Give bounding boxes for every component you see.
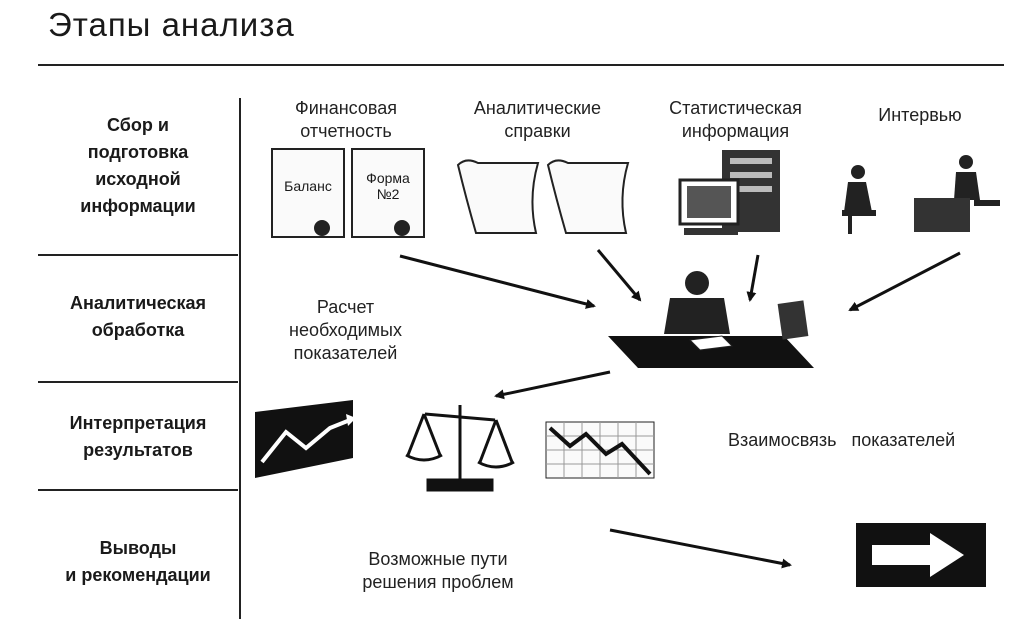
- label-solutions: Возможные пути решения проблем: [338, 548, 538, 594]
- stage-processing-line-1: Аналитическая: [69, 293, 207, 313]
- arrow-financial-to-desk: [399, 254, 596, 309]
- stage-conclusions-line-1: Выводы: [99, 538, 177, 558]
- rising-chart-icon: [255, 400, 356, 478]
- label-relation: Взаимосвязь показателей: [728, 430, 956, 450]
- label-solutions-line-1: Возможные пути: [368, 549, 508, 569]
- arrow-solutions-to-result: [609, 528, 792, 569]
- stage-conclusions-line-2: и рекомендации: [65, 565, 211, 585]
- label-statistical-line-2: информация: [681, 121, 790, 141]
- form2-document-label-1: Форма: [366, 170, 410, 186]
- stage-interpretation-line-1: Интерпретация: [69, 413, 207, 433]
- stage-processing: Аналитическая обработка: [40, 290, 236, 344]
- declining-chart-icon: [545, 421, 655, 479]
- stage-separator-3: [38, 489, 238, 491]
- stage-collection-line-2: подготовка: [87, 142, 189, 162]
- balance-document: Баланс: [271, 148, 345, 238]
- arrow-right-icon: [856, 523, 986, 587]
- label-calculation: Расчет необходимых показателей: [268, 296, 423, 365]
- arrow-interview-to-desk: [848, 251, 961, 312]
- arrow-statistical-to-desk: [746, 254, 760, 302]
- label-calculation-line-2: необходимых: [289, 320, 402, 340]
- scroll-icon: [456, 159, 630, 234]
- stage-divider: [239, 98, 241, 619]
- title-underline: [38, 64, 1004, 66]
- stage-collection-line-4: информации: [80, 196, 196, 216]
- form2-document: Форма №2: [351, 148, 425, 238]
- label-interview: Интервью: [878, 105, 962, 125]
- stage-separator-1: [38, 254, 238, 256]
- label-analytical-line-2: справки: [504, 121, 571, 141]
- seal-icon: [314, 220, 410, 236]
- label-analytical-line-1: Аналитические: [473, 98, 602, 118]
- label-financial-line-2: отчетность: [300, 121, 392, 141]
- form2-document-label-2: №2: [376, 186, 400, 202]
- stage-processing-line-2: обработка: [91, 320, 185, 340]
- flow-arrows: [399, 249, 961, 569]
- analyst-desk-icon: [608, 271, 814, 368]
- label-statistical: Статистическая информация: [648, 97, 823, 143]
- arrow-analytical-to-desk: [596, 249, 642, 302]
- label-financial: Финансовая отчетность: [266, 97, 426, 143]
- arrow-desk-to-interpretation: [494, 370, 611, 400]
- stage-separator-2: [38, 381, 238, 383]
- label-financial-line-1: Финансовая: [295, 98, 397, 118]
- label-analytical: Аналитические справки: [455, 97, 620, 143]
- label-statistical-line-1: Статистическая: [669, 98, 802, 118]
- stage-interpretation-line-2: результатов: [83, 440, 193, 460]
- computer-icon: [678, 150, 780, 235]
- stage-interpretation: Интерпретация результатов: [40, 410, 236, 464]
- balance-document-label: Баланс: [284, 178, 332, 194]
- stage-collection-line-1: Сбор и: [107, 115, 169, 135]
- label-calculation-line-3: показателей: [293, 343, 398, 363]
- interview-icon: [842, 155, 1000, 234]
- label-calculation-line-1: Расчет: [316, 297, 375, 317]
- label-solutions-line-2: решения проблем: [362, 572, 514, 592]
- page-title: Этапы анализа: [48, 6, 295, 43]
- stage-collection-line-3: исходной: [95, 169, 181, 189]
- stage-conclusions: Выводы и рекомендации: [40, 535, 236, 589]
- scales-icon: [405, 405, 515, 492]
- stage-collection: Сбор и подготовка исходной информации: [40, 112, 236, 220]
